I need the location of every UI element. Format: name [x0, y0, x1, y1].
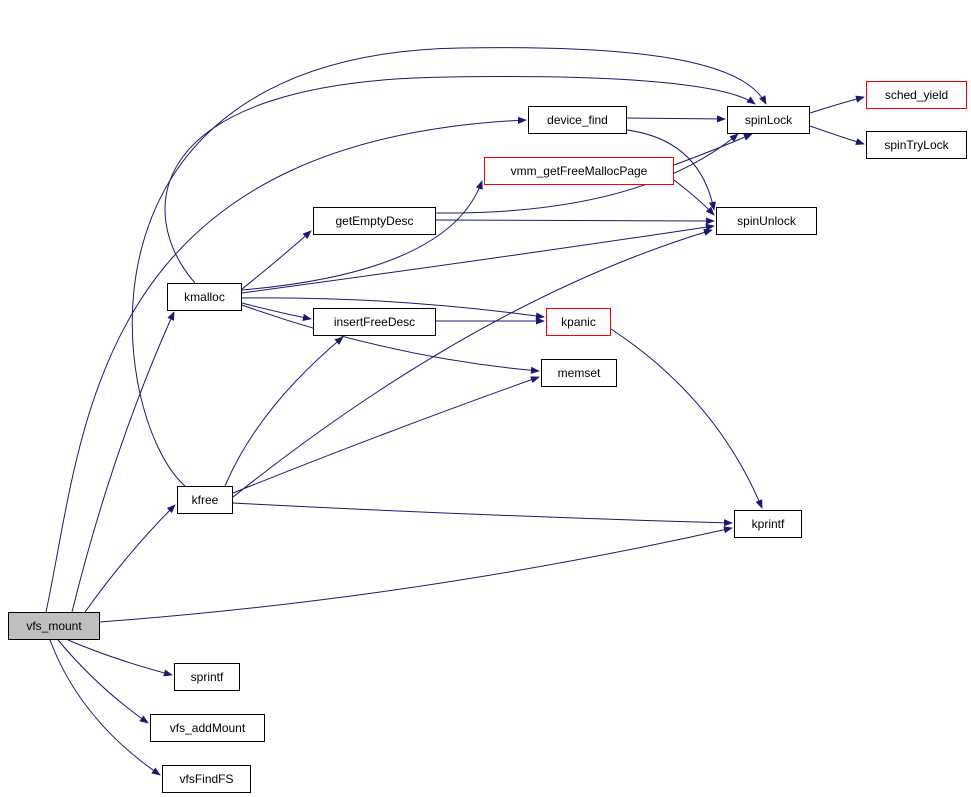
- node-kmalloc[interactable]: kmalloc: [167, 283, 242, 311]
- node-sched_yield-label: sched_yield: [884, 88, 949, 102]
- edge-getEmptyDesc-spinLock: [435, 133, 739, 214]
- node-kpanic-label: kpanic: [561, 315, 596, 329]
- edge-kfree-kprintf: [232, 502, 733, 527]
- edge-kmalloc-kpanic: [241, 297, 545, 320]
- node-spinUnlock-label: spinUnlock: [737, 214, 796, 228]
- node-sprintf[interactable]: sprintf: [174, 663, 240, 691]
- node-sprintf-label: sprintf: [190, 670, 224, 684]
- node-kfree-label: kfree: [191, 493, 219, 507]
- node-spinLock-label: spinLock: [744, 113, 793, 127]
- node-memset-label: memset: [557, 366, 601, 380]
- edge-device_find-spinUnlock: [626, 129, 716, 211]
- node-vfs_mount-label: vfs_mount: [26, 619, 82, 633]
- edge-kmalloc-vmm_getFreeMallocPage: [241, 180, 483, 291]
- node-kpanic[interactable]: kpanic: [546, 308, 611, 336]
- edge-kfree-spinLock: [131, 47, 767, 487]
- node-vmm_getFreeMallocPage[interactable]: vmm_getFreeMallocPage: [484, 157, 674, 185]
- node-vfsFindFS[interactable]: vfsFindFS: [162, 765, 251, 793]
- edge-vmm_getFreeMallocPage-spinUnlock: [673, 179, 715, 216]
- node-spinLock[interactable]: spinLock: [727, 106, 810, 134]
- node-memset[interactable]: memset: [541, 359, 617, 387]
- edge-vfs_mount-kmalloc: [71, 311, 175, 613]
- node-sched_yield[interactable]: sched_yield: [866, 81, 967, 109]
- edge-getEmptyDesc-spinUnlock: [435, 217, 715, 225]
- edge-kpanic-kprintf: [610, 328, 763, 509]
- edge-kmalloc-insertFreeDesc: [241, 302, 312, 321]
- edge-vfs_mount-vfs_addMount: [57, 639, 149, 724]
- edge-vfs_mount-vfsFindFS: [49, 639, 161, 776]
- edge-vfs_mount-kprintf: [99, 526, 733, 623]
- edge-kfree-spinUnlock: [232, 228, 713, 498]
- node-vfsFindFS-label: vfsFindFS: [179, 772, 234, 786]
- edge-kmalloc-memset: [241, 304, 540, 374]
- edge-vfs_mount-sprintf: [67, 639, 173, 677]
- edge-spinLock-spinTryLock: [809, 125, 865, 146]
- edge-device_find-spinLock: [626, 115, 726, 123]
- node-insertFreeDesc[interactable]: insertFreeDesc: [313, 308, 436, 336]
- node-kprintf-label: kprintf: [751, 517, 785, 531]
- edge-kmalloc-getEmptyDesc: [241, 230, 312, 290]
- edge-vfs_mount-device_find: [45, 116, 527, 613]
- node-vfs_addMount-label: vfs_addMount: [169, 721, 246, 735]
- edge-spinLock-sched_yield: [809, 95, 865, 114]
- node-vfs_addMount[interactable]: vfs_addMount: [150, 714, 265, 742]
- node-device_find-label: device_find: [547, 113, 608, 127]
- edge-kfree-memset: [232, 376, 540, 494]
- edge-kfree-insertFreeDesc: [224, 336, 344, 487]
- node-device_find[interactable]: device_find: [528, 106, 627, 134]
- edge-vfs_mount-kfree: [84, 504, 176, 613]
- node-kprintf[interactable]: kprintf: [734, 510, 802, 538]
- node-insertFreeDesc-label: insertFreeDesc: [333, 315, 416, 329]
- node-getEmptyDesc[interactable]: getEmptyDesc: [313, 207, 436, 235]
- node-vfs_mount[interactable]: vfs_mount: [8, 612, 100, 640]
- node-spinTryLock-label: spinTryLock: [884, 138, 949, 152]
- edge-vmm_getFreeMallocPage-spinLock: [673, 133, 753, 166]
- node-spinUnlock[interactable]: spinUnlock: [716, 207, 817, 235]
- node-vmm_getFreeMallocPage-label: vmm_getFreeMallocPage: [510, 164, 648, 178]
- node-kfree[interactable]: kfree: [177, 486, 233, 514]
- node-kmalloc-label: kmalloc: [184, 290, 225, 304]
- node-getEmptyDesc-label: getEmptyDesc: [335, 214, 414, 228]
- edge-kmalloc-spinUnlock: [241, 223, 715, 294]
- edge-kmalloc-spinLock: [164, 76, 756, 284]
- node-spinTryLock[interactable]: spinTryLock: [866, 131, 967, 159]
